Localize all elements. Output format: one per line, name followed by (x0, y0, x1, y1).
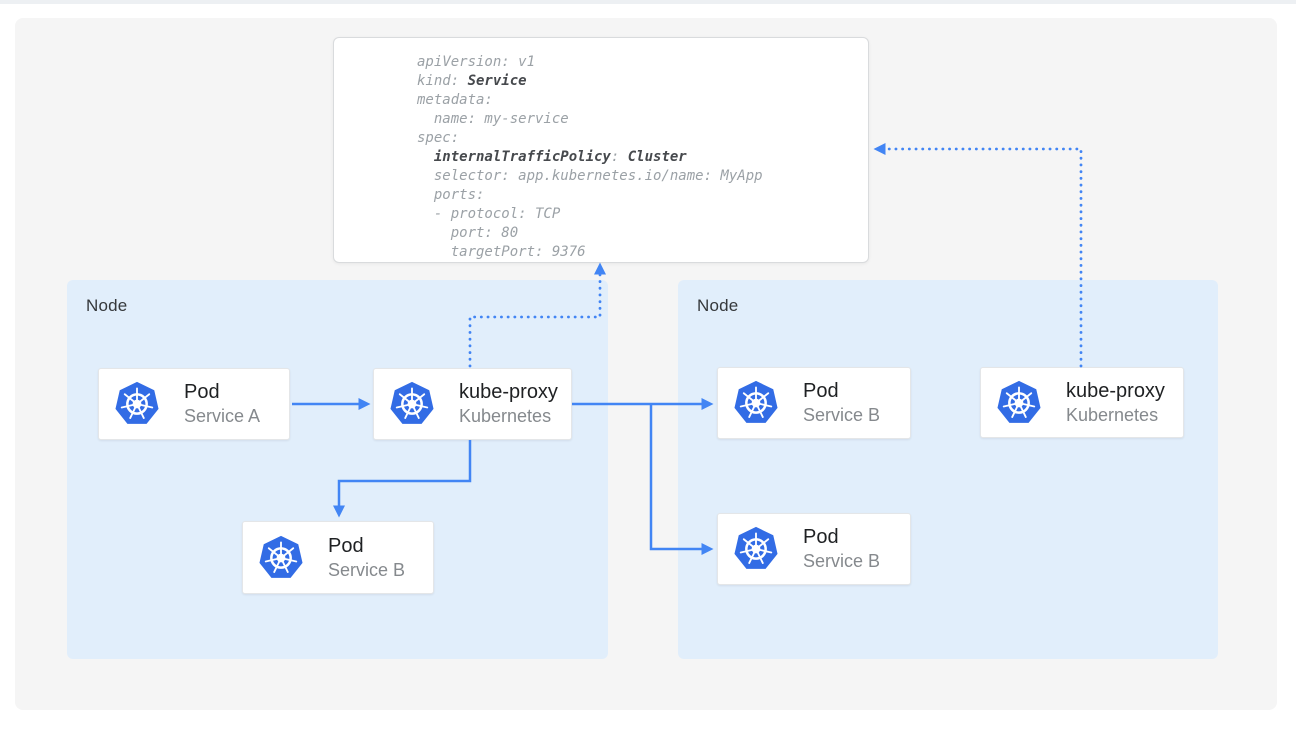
card-pod-service-b-bottom-right: Pod Service B (717, 513, 911, 585)
yaml-line: port: 80 (417, 225, 519, 241)
card-subtitle: Service B (803, 551, 881, 571)
kubernetes-logo-icon (258, 535, 304, 581)
card-subtitle: Service B (803, 405, 881, 425)
node-label-right: Node (697, 296, 739, 315)
kubernetes-logo-icon (389, 381, 435, 427)
card-title: kube-proxy (459, 381, 558, 403)
card-kube-proxy-right: kube-proxy Kubernetes (980, 367, 1184, 438)
yaml-code: apiVersion: v1 kind: Service metadata: nam… (334, 38, 868, 262)
node-box-right: Node (678, 280, 1218, 659)
yaml-line: kind: Service (417, 73, 527, 89)
card-title: kube-proxy (1066, 379, 1165, 402)
yaml-line: name: my-service (417, 111, 569, 127)
node-box-left: Node (67, 280, 608, 659)
card-subtitle: Kubernetes (1066, 404, 1159, 425)
card-pod-service-a: Pod Service A (98, 368, 290, 440)
kubernetes-logo-icon (733, 380, 779, 426)
card-title: Pod (803, 380, 839, 402)
yaml-line: metadata: (417, 92, 493, 108)
card-subtitle: Service B (328, 559, 406, 580)
card-title: Pod (184, 381, 220, 403)
card-title: Pod (803, 526, 839, 548)
kubernetes-logo-icon (114, 381, 160, 427)
yaml-line: - protocol: TCP (417, 206, 561, 222)
yaml-line: ports: (417, 187, 485, 203)
node-label-left: Node (86, 296, 128, 315)
kubernetes-logo-icon (733, 526, 779, 572)
card-pod-service-b-left: Pod Service B (242, 521, 434, 594)
yaml-line: spec: (417, 130, 460, 146)
card-subtitle: Kubernetes (459, 406, 552, 426)
card-title: Pod (328, 534, 364, 557)
card-pod-service-b-top-right: Pod Service B (717, 367, 911, 439)
card-subtitle: Service A (184, 406, 261, 426)
page-top-divider (0, 0, 1296, 4)
yaml-line: targetPort: 9376 (417, 244, 586, 260)
service-yaml-card: apiVersion: v1 kind: Service metadata: nam… (333, 37, 869, 263)
yaml-line: internalTrafficPolicy: Cluster (433, 149, 687, 165)
yaml-line: apiVersion: v1 (417, 54, 536, 70)
kubernetes-logo-icon (996, 380, 1042, 426)
card-kube-proxy-left: kube-proxy Kubernetes (373, 368, 572, 440)
yaml-line: selector: app.kubernetes.io/name: MyApp (417, 168, 763, 184)
